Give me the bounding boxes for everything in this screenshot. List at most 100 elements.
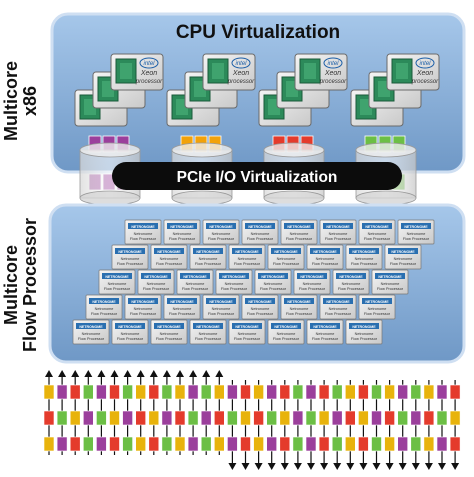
- flow-cell: [187, 410, 199, 426]
- flow-cell: [56, 410, 68, 426]
- netronome-text: Netronome: [290, 232, 309, 236]
- netronome-text: Netronome: [303, 282, 322, 286]
- netronome-text: Netronome: [394, 257, 413, 261]
- netronome-logo-text: NETRONOME: [131, 225, 155, 229]
- flow-cell: [122, 410, 133, 426]
- intel-logo-text: intel: [143, 61, 155, 67]
- flow-cell: [148, 410, 160, 426]
- netronome-text: Netronome: [355, 257, 374, 261]
- flow-processor-text: Flow Processor: [299, 287, 326, 291]
- netronome-logo-text: NETRONOME: [339, 275, 363, 279]
- flow-processor-text: Flow Processor: [325, 237, 352, 241]
- flow-cell: [266, 436, 278, 452]
- flow-cell: [292, 436, 304, 452]
- netronome-text: Netronome: [290, 307, 309, 311]
- flow-cell: [436, 410, 448, 426]
- flow-cell: [187, 384, 199, 400]
- flow-cell: [318, 436, 330, 452]
- flow-processor-text: Flow Processor: [286, 237, 313, 241]
- arrow-down-icon: [438, 463, 446, 470]
- netronome-logo-bar: [258, 273, 288, 279]
- netronome-logo-bar: [349, 248, 379, 254]
- xeon-text: Xeon: [416, 70, 433, 77]
- flow-cell: [174, 384, 186, 400]
- arrow-down-icon: [267, 463, 276, 470]
- netronome-logo-text: NETRONOME: [170, 300, 194, 304]
- flow-cell: [214, 384, 225, 400]
- side-label-line-2: Flow Processor: [20, 217, 40, 353]
- netronome-logo-bar: [219, 273, 249, 279]
- netronome-logo-text: NETRONOME: [287, 300, 311, 304]
- flow-processor-text: Flow Processor: [286, 312, 313, 316]
- processor-text: processor: [319, 79, 347, 85]
- flow-processor-text: Flow Processor: [156, 337, 183, 341]
- flow-cell: [371, 384, 382, 400]
- flow-cell: [83, 436, 94, 452]
- flow-processor-text: Flow Processor: [169, 312, 196, 316]
- flow-cell: [371, 436, 382, 452]
- netronome-logo-bar: [245, 223, 275, 229]
- netronome-logo-bar: [323, 298, 353, 304]
- chip-die-inner: [396, 63, 408, 79]
- multicore-flow-processor-label: Multicore Flow Processor: [1, 205, 42, 365]
- intel-logo-text: intel: [327, 61, 339, 67]
- flow-cell: [266, 384, 278, 400]
- flow-cell: [122, 436, 133, 452]
- flow-processor-text: Flow Processor: [247, 237, 274, 241]
- netronome-logo-bar: [232, 248, 262, 254]
- flow-cell: [384, 410, 395, 426]
- flow-cell: [174, 410, 186, 426]
- netronome-logo-text: NETRONOME: [248, 225, 272, 229]
- netronome-logo-bar: [193, 323, 223, 329]
- netronome-logo-text: NETRONOME: [274, 250, 298, 254]
- flow-processor-text: Flow Processor: [130, 312, 157, 316]
- netronome-logo-text: NETRONOME: [404, 225, 428, 229]
- arrow-up-icon: [162, 370, 171, 377]
- flow-processor-text: Flow Processor: [91, 312, 118, 316]
- arrow-down-icon: [346, 463, 355, 470]
- netronome-text: Netronome: [316, 332, 335, 336]
- flow-processor-text: Flow Processor: [169, 237, 196, 241]
- flow-cell: [358, 436, 369, 452]
- arrow-down-icon: [372, 463, 381, 470]
- flow-processor-text: Flow Processor: [78, 337, 105, 341]
- netronome-text: Netronome: [160, 257, 179, 261]
- flow-processor-text: Flow Processor: [117, 262, 144, 266]
- netronome-logo-text: NETRONOME: [157, 325, 181, 329]
- netronome-logo-bar: [375, 273, 405, 279]
- flow-cell: [253, 384, 264, 400]
- flow-cell: [227, 436, 238, 452]
- flow-cell: [384, 384, 395, 400]
- arrow-up-icon: [45, 370, 53, 377]
- arrow-up-icon: [84, 370, 93, 377]
- cylinder-bottom: [171, 190, 233, 206]
- side-label-line-1: Multicore: [1, 245, 21, 326]
- netronome-logo-bar: [310, 323, 340, 329]
- arrow-down-icon: [333, 463, 342, 470]
- netronome-logo-text: NETRONOME: [287, 225, 311, 229]
- flow-cell: [344, 384, 356, 400]
- chip-die-inner: [304, 63, 316, 79]
- flow-cell: [253, 410, 264, 426]
- netronome-text: Netronome: [173, 232, 192, 236]
- processor-chip-groups: intelXeonprocessorintelXeonprocessorinte…: [74, 53, 440, 127]
- netronome-text: Netronome: [342, 282, 361, 286]
- flow-cell: [292, 384, 304, 400]
- flow-cell: [397, 436, 409, 452]
- flow-cell: [240, 384, 251, 400]
- netronome-logo-bar: [206, 298, 236, 304]
- flow-cell: [279, 384, 291, 400]
- flow-cell: [109, 410, 120, 426]
